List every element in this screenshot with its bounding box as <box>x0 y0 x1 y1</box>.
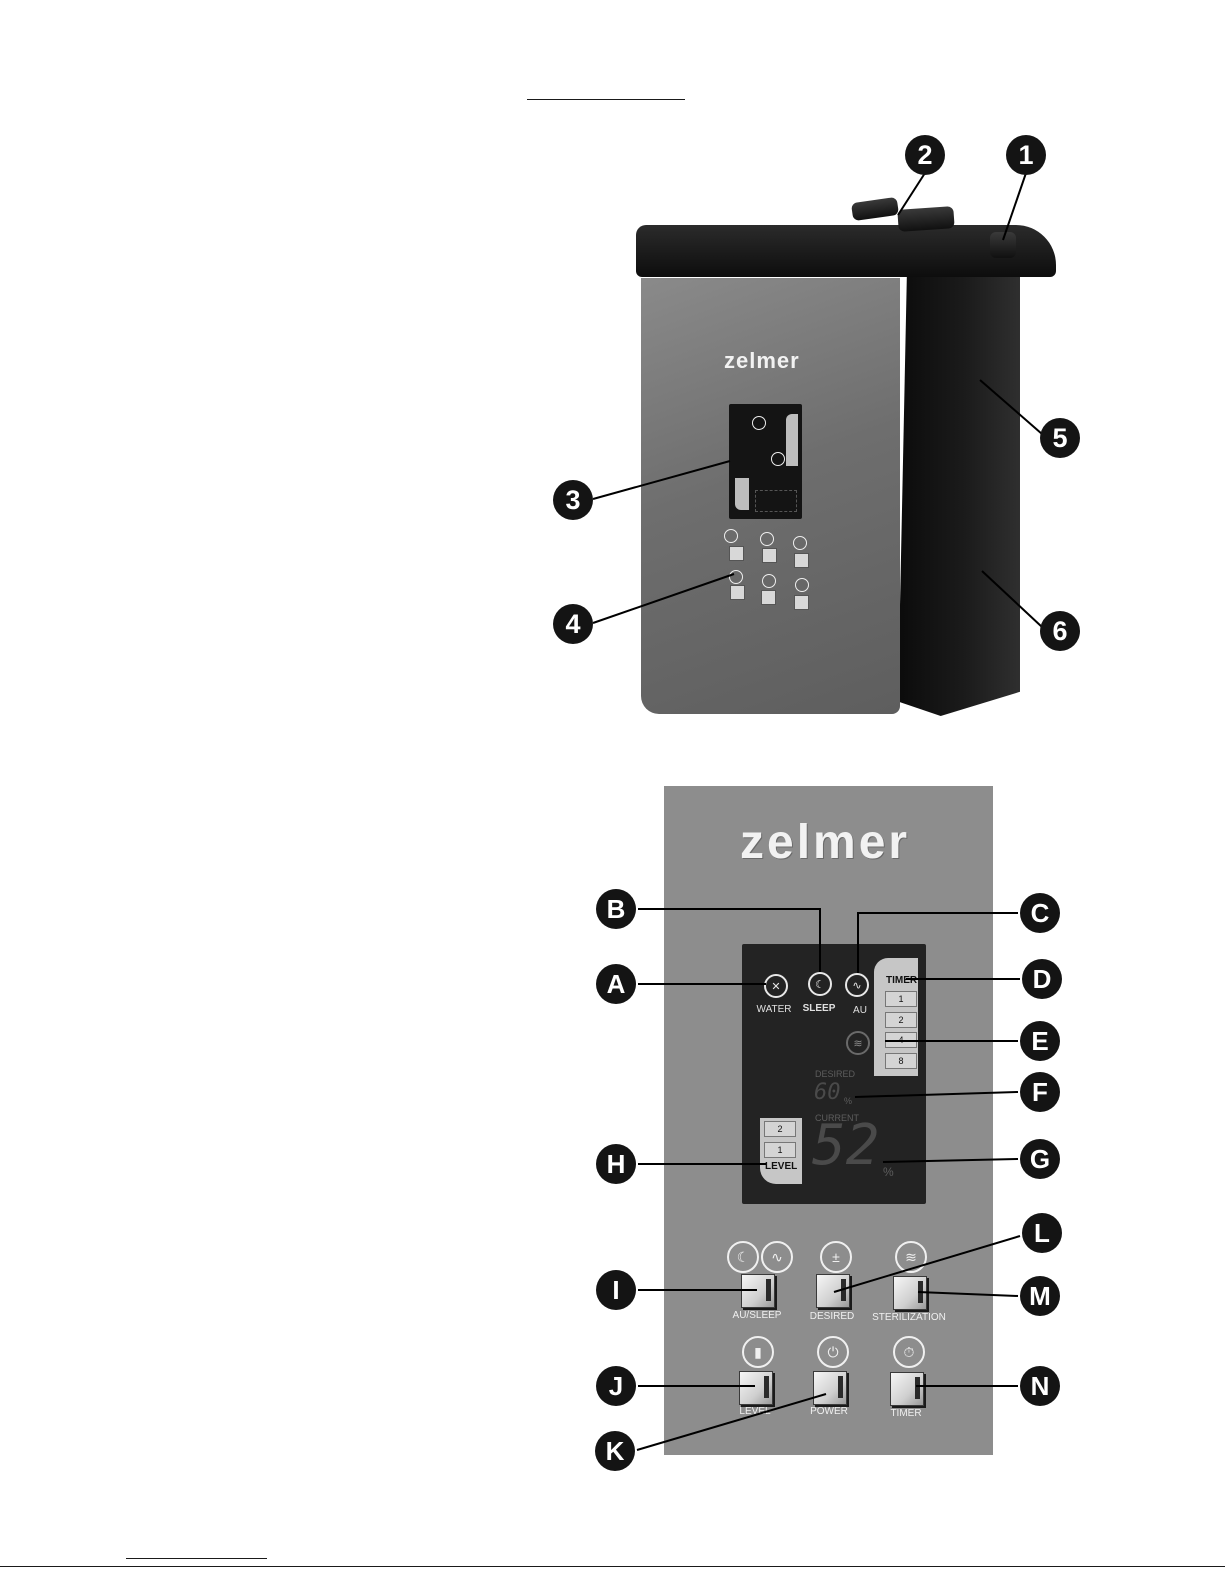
footer-link-rule <box>126 1558 267 1559</box>
callout-1: 1 <box>1006 135 1046 175</box>
callout-h: H <box>596 1144 636 1184</box>
callout-i: I <box>596 1270 636 1310</box>
callout-l: L <box>1022 1213 1062 1253</box>
callout-c: C <box>1020 893 1060 933</box>
callout-j: J <box>596 1366 636 1406</box>
callout-b: B <box>596 889 636 929</box>
callout-6: 6 <box>1040 611 1080 651</box>
callout-2: 2 <box>905 135 945 175</box>
callout-3: 3 <box>553 480 593 520</box>
top-leader-lines <box>0 0 1225 760</box>
callout-n: N <box>1020 1366 1060 1406</box>
callout-g: G <box>1020 1139 1060 1179</box>
callout-e: E <box>1020 1021 1060 1061</box>
callout-a: A <box>596 964 636 1004</box>
footer-rule <box>0 1566 1225 1567</box>
callout-5: 5 <box>1040 418 1080 458</box>
callout-f: F <box>1020 1072 1060 1112</box>
callout-4: 4 <box>553 604 593 644</box>
callout-d: D <box>1022 959 1062 999</box>
callout-m: M <box>1020 1276 1060 1316</box>
callout-k: K <box>595 1431 635 1471</box>
